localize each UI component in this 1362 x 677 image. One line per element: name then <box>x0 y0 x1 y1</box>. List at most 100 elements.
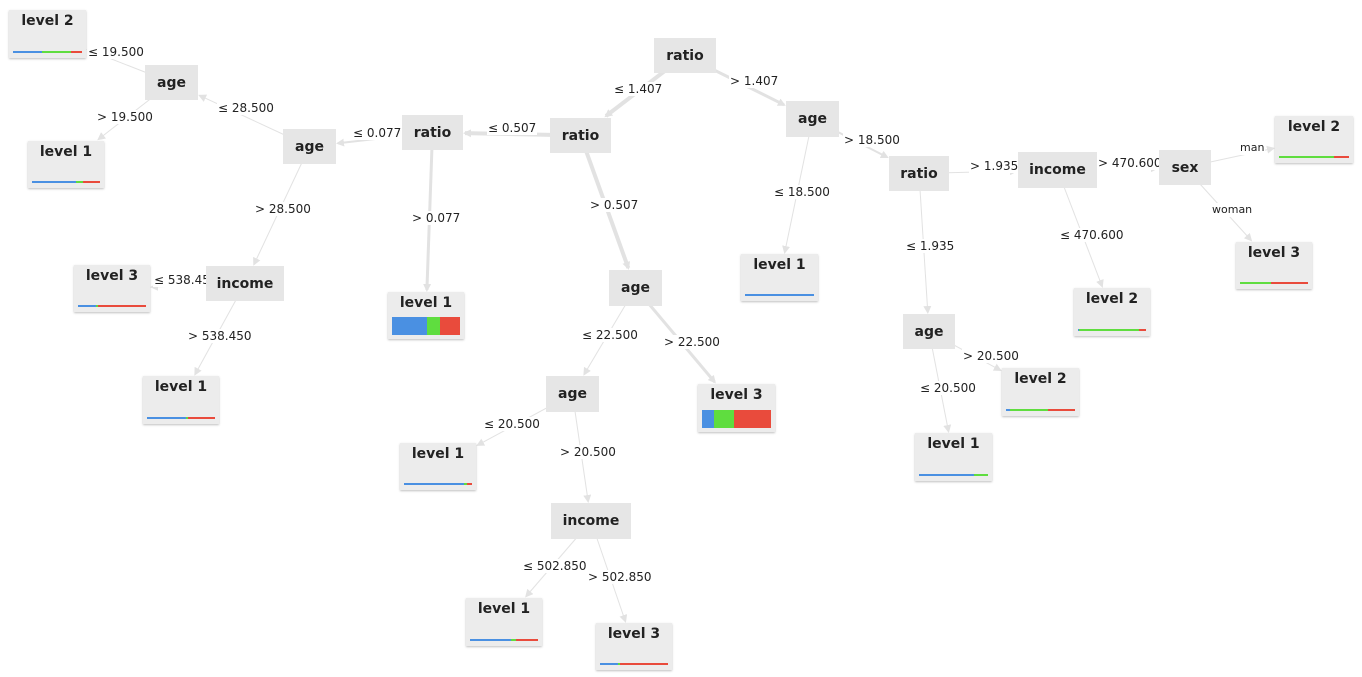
split-feature-label: income <box>1029 162 1086 178</box>
class-distribution-bar <box>702 410 771 428</box>
leaf-node[interactable]: level 1 <box>915 433 992 481</box>
distribution-segment-class-3 <box>1048 409 1075 411</box>
edge-label: ≤ 0.507 <box>487 121 538 135</box>
class-distribution-bar <box>745 294 814 296</box>
distribution-segment-class-2 <box>41 51 71 53</box>
distribution-segment-class-1 <box>1006 409 1011 411</box>
distribution-segment-class-2 <box>76 181 83 183</box>
edge-label: > 1.935 <box>969 159 1020 173</box>
split-node[interactable]: ratio <box>402 115 463 150</box>
leaf-class-label: level 2 <box>1085 291 1139 307</box>
split-feature-label: income <box>562 513 620 529</box>
class-distribution-bar <box>919 474 988 476</box>
edge-label: > 0.077 <box>411 211 462 225</box>
distribution-segment-class-1 <box>32 181 77 183</box>
leaf-class-label: level 2 <box>21 13 74 29</box>
split-feature-label: age <box>295 138 324 155</box>
split-node[interactable]: income <box>551 503 631 539</box>
leaf-node[interactable]: level 1 <box>741 254 818 301</box>
leaf-node[interactable]: level 1 <box>28 141 104 188</box>
edge-label: woman <box>1211 203 1254 217</box>
distribution-segment-class-2 <box>618 663 620 665</box>
edge-label: > 18.500 <box>843 133 901 147</box>
leaf-node[interactable]: level 1 <box>400 443 476 490</box>
distribution-segment-class-3 <box>439 317 460 335</box>
leaf-node[interactable]: level 3 <box>596 623 672 670</box>
split-node[interactable]: age <box>145 65 198 100</box>
distribution-segment-class-3 <box>516 639 538 641</box>
split-node[interactable]: ratio <box>550 118 611 153</box>
distribution-segment-class-1 <box>13 51 42 53</box>
split-node[interactable]: income <box>1018 152 1097 188</box>
split-node[interactable]: age <box>546 376 599 412</box>
split-node[interactable]: age <box>609 270 662 306</box>
edge-label: ≤ 22.500 <box>581 328 639 342</box>
distribution-segment-class-2 <box>96 305 98 307</box>
split-node[interactable]: income <box>206 266 284 301</box>
split-feature-label: sex <box>1171 159 1199 176</box>
split-feature-label: age <box>558 386 587 402</box>
leaf-node[interactable]: level 1 <box>388 292 464 339</box>
edge-label: ≤ 0.077 <box>352 126 403 140</box>
edge-label: ≤ 28.500 <box>217 101 275 115</box>
leaf-class-label: level 1 <box>399 295 453 311</box>
edge-label: ≤ 502.850 <box>522 559 588 573</box>
split-feature-label: age <box>798 111 827 127</box>
leaf-class-label: level 1 <box>39 144 93 160</box>
leaf-node[interactable]: level 2 <box>1275 116 1353 163</box>
distribution-segment-class-1 <box>745 294 814 296</box>
distribution-segment-class-2 <box>186 417 188 419</box>
distribution-segment-class-3 <box>733 410 771 428</box>
distribution-segment-class-1 <box>600 663 619 665</box>
distribution-segment-class-3 <box>466 483 472 485</box>
class-distribution-bar <box>470 639 538 641</box>
distribution-segment-class-3 <box>187 417 215 419</box>
class-distribution-bar <box>147 417 215 419</box>
distribution-segment-class-2 <box>714 410 734 428</box>
split-node[interactable]: age <box>283 129 336 164</box>
split-feature-label: income <box>216 275 274 292</box>
leaf-class-label: level 1 <box>927 436 980 452</box>
split-feature-label: age <box>157 74 186 91</box>
split-feature-label: ratio <box>413 124 452 141</box>
split-feature-label: ratio <box>900 165 938 182</box>
distribution-segment-class-2 <box>1079 329 1140 331</box>
split-node[interactable]: ratio <box>889 156 949 191</box>
class-distribution-bar <box>13 51 82 53</box>
leaf-class-label: level 3 <box>710 387 763 403</box>
leaf-class-label: level 1 <box>154 379 208 395</box>
distribution-segment-class-3 <box>97 305 146 307</box>
leaf-node[interactable]: level 3 <box>1236 242 1312 289</box>
leaf-node[interactable]: level 1 <box>466 598 542 646</box>
distribution-segment-class-2 <box>510 639 517 641</box>
distribution-segment-class-3 <box>70 51 82 53</box>
split-node[interactable]: sex <box>1159 150 1211 185</box>
leaf-node[interactable]: level 2 <box>1002 368 1079 416</box>
leaf-node[interactable]: level 3 <box>74 265 150 312</box>
split-node[interactable]: ratio <box>654 38 716 73</box>
leaf-class-label: level 3 <box>85 268 139 284</box>
edge-label: ≤ 18.500 <box>773 185 831 199</box>
distribution-segment-class-3 <box>619 663 668 665</box>
edge-label: ≤ 1.935 <box>905 239 956 253</box>
edge-label: > 470.600 <box>1097 156 1163 170</box>
leaf-class-label: level 1 <box>477 601 531 617</box>
distribution-segment-class-2 <box>974 474 988 476</box>
leaf-node[interactable]: level 2 <box>9 10 86 58</box>
distribution-segment-class-1 <box>470 639 511 641</box>
leaf-node[interactable]: level 2 <box>1074 288 1150 336</box>
edge-label: > 19.500 <box>96 110 154 124</box>
edge-label: > 1.407 <box>729 74 780 88</box>
split-node[interactable]: age <box>903 314 955 349</box>
leaf-node[interactable]: level 1 <box>143 376 219 424</box>
class-distribution-bar <box>1240 282 1308 284</box>
leaf-class-label: level 1 <box>753 257 806 273</box>
split-node[interactable]: age <box>786 101 839 137</box>
class-distribution-bar <box>392 317 460 335</box>
leaf-node[interactable]: level 3 <box>698 384 775 432</box>
distribution-segment-class-2 <box>1010 409 1049 411</box>
distribution-segment-class-1 <box>147 417 187 419</box>
distribution-segment-class-1 <box>702 410 715 428</box>
leaf-class-label: level 1 <box>411 446 465 462</box>
distribution-segment-class-3 <box>1333 156 1349 158</box>
